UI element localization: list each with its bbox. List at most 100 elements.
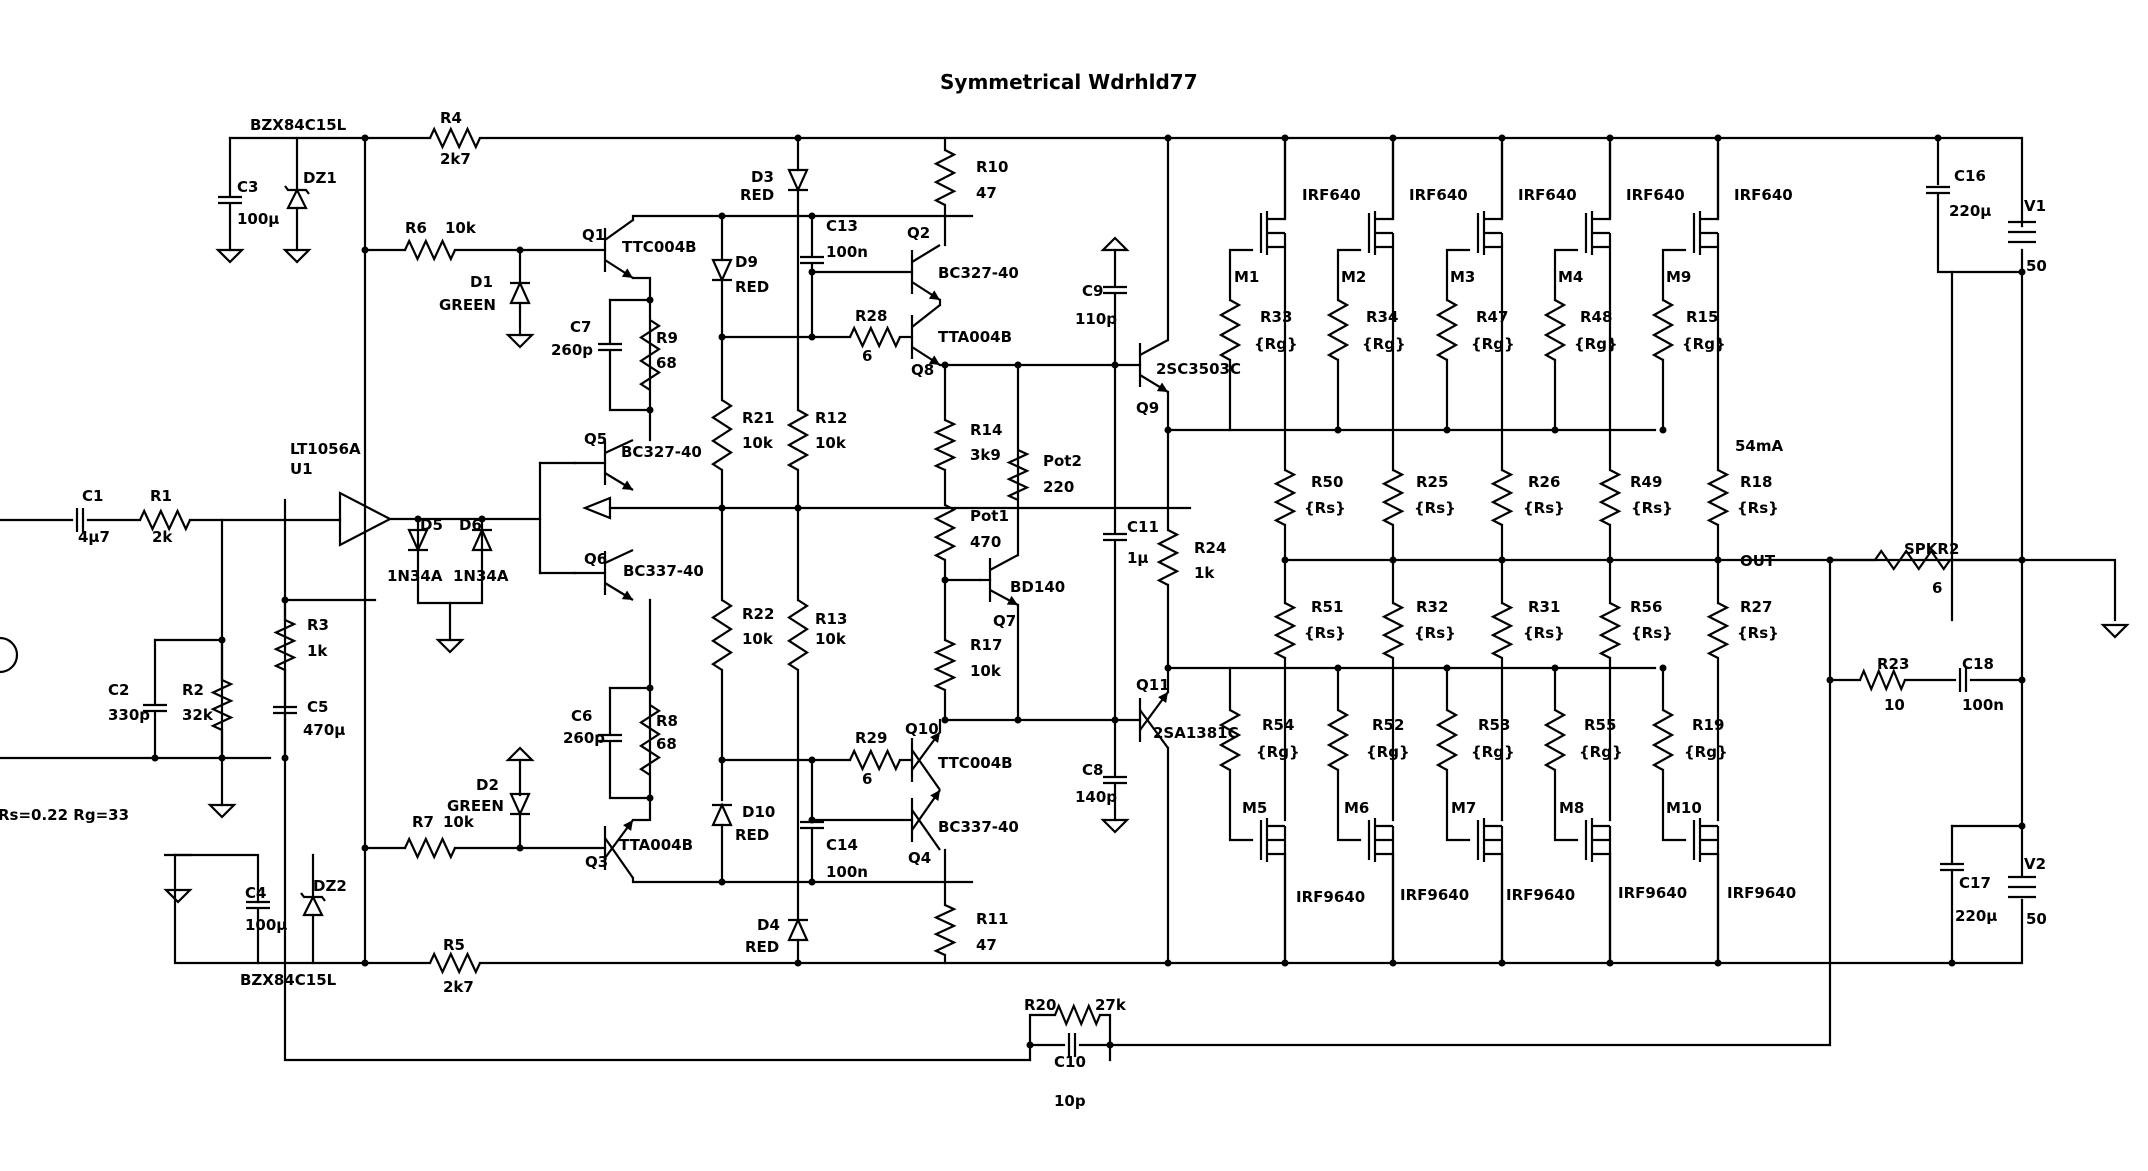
r55-ref: R55 <box>1584 716 1616 734</box>
r55-value: {Rg} <box>1579 743 1623 761</box>
m9-ref: M9 <box>1666 268 1691 286</box>
r47-value: {Rg} <box>1471 335 1515 353</box>
r28-ref: R28 <box>855 307 887 325</box>
c1-ref: C1 <box>82 487 103 505</box>
r56-ref: R56 <box>1630 598 1662 616</box>
r17-value: 10k <box>970 662 1002 680</box>
ground-symbol <box>435 638 465 654</box>
diode-d9 <box>711 258 733 283</box>
diode-d10 <box>711 802 733 827</box>
transistor-q8 <box>910 304 941 366</box>
c9-value: 110p <box>1075 310 1117 328</box>
dz2-model: BZX84C15L <box>240 971 337 989</box>
out-node-label: OUT <box>1740 552 1776 570</box>
mosfet-p-channel <box>1584 818 1612 963</box>
resistor-r1 <box>139 508 191 532</box>
junction-dot <box>1551 664 1559 672</box>
spkr2-value: 6 <box>1932 579 1942 597</box>
c5-ref: C5 <box>307 698 328 716</box>
r2-ref: R2 <box>182 681 204 699</box>
opamp-u1 <box>338 491 393 547</box>
r12-value: 10k <box>815 434 847 452</box>
wire <box>1098 1013 1112 1062</box>
q2-ref: Q2 <box>907 224 930 242</box>
wire <box>1228 768 1254 842</box>
r32-value: {Rs} <box>1414 624 1456 642</box>
q4-ref: Q4 <box>908 849 931 867</box>
mosfet-p-channel <box>1367 818 1395 963</box>
ground-symbol <box>505 746 535 762</box>
junction-dot <box>1334 426 1342 434</box>
junction-dot <box>794 959 802 967</box>
ground-symbol <box>1100 818 1130 834</box>
junction-dot <box>1443 426 1451 434</box>
c3-value: 100µ <box>237 210 279 228</box>
r10-value: 47 <box>976 184 997 202</box>
resistor-source-lower <box>1381 602 1405 659</box>
ground-symbol <box>207 803 237 819</box>
r11-ref: R11 <box>976 910 1008 928</box>
junction-dot <box>1659 664 1667 672</box>
junction-dot <box>281 754 289 762</box>
r48-value: {Rg} <box>1574 335 1618 353</box>
resistor-r23 <box>1858 668 1907 692</box>
junction-dot <box>1551 426 1559 434</box>
junction-dot <box>1934 134 1942 142</box>
q3-ref: Q3 <box>585 853 608 871</box>
r47-ref: R47 <box>1476 308 1508 326</box>
r3-ref: R3 <box>307 616 329 634</box>
junction-dot <box>1443 664 1451 672</box>
c11-value: 1µ <box>1127 549 1148 567</box>
m9-model: IRF640 <box>1734 186 1793 204</box>
r49-value: {Rs} <box>1631 499 1673 517</box>
d3-ref: D3 <box>751 168 774 186</box>
v1-ref: V1 <box>2024 197 2046 215</box>
q1-ref: Q1 <box>582 226 605 244</box>
wire <box>1661 768 1687 842</box>
r15-value: {Rg} <box>1682 335 1726 353</box>
r51-ref: R51 <box>1311 598 1343 616</box>
junction-dot <box>1826 556 1834 564</box>
c10-ref: C10 <box>1054 1053 1086 1071</box>
d5-ref: D5 <box>420 516 443 534</box>
diode-d6 <box>471 527 493 552</box>
capacitor-c4 <box>246 900 270 910</box>
mosfet-resistor-note: Rs=0.22 Rg=33 <box>0 806 129 824</box>
r17-ref: R17 <box>970 636 1002 654</box>
r28-value: 6 <box>862 347 872 365</box>
r25-ref: R25 <box>1416 473 1448 491</box>
junction-dot <box>1014 716 1022 724</box>
battery-v1 <box>2008 220 2036 244</box>
resistor-source-lower <box>1490 602 1514 659</box>
r53-value: {Rg} <box>1471 743 1515 761</box>
r51-value: {Rs} <box>1304 624 1346 642</box>
q10-ref: Q10 <box>905 720 939 738</box>
c13-ref: C13 <box>826 217 858 235</box>
m2-model: IRF640 <box>1409 186 1468 204</box>
r21-value: 10k <box>742 434 774 452</box>
q7-ref: Q7 <box>993 612 1016 630</box>
r19-value: {Rg} <box>1684 743 1728 761</box>
ground-symbol <box>2100 623 2130 639</box>
junction-dot <box>1606 134 1614 142</box>
junction-dot <box>1111 361 1119 369</box>
junction-dot <box>151 754 159 762</box>
resistor-gate-upper <box>1543 299 1567 361</box>
d3-value: RED <box>740 186 774 204</box>
junction-dot <box>941 576 949 584</box>
r24-value: 1k <box>1194 564 1215 582</box>
transistor-q9 <box>1138 339 1169 393</box>
r7-value: 10k <box>443 813 475 831</box>
capacitor-c7 <box>598 342 622 352</box>
c14-value: 100n <box>826 863 868 881</box>
junction-dot <box>808 333 816 341</box>
resistor-r2 <box>210 679 234 731</box>
d10-ref: D10 <box>742 803 775 821</box>
c4-ref: C4 <box>245 884 266 902</box>
junction-dot <box>2018 556 2026 564</box>
m1-model: IRF640 <box>1302 186 1361 204</box>
resistor-source-lower <box>1598 602 1622 659</box>
dz1-model: BZX84C15L <box>250 116 347 134</box>
q6-model: BC337-40 <box>623 562 704 580</box>
junction-dot <box>1714 556 1722 564</box>
